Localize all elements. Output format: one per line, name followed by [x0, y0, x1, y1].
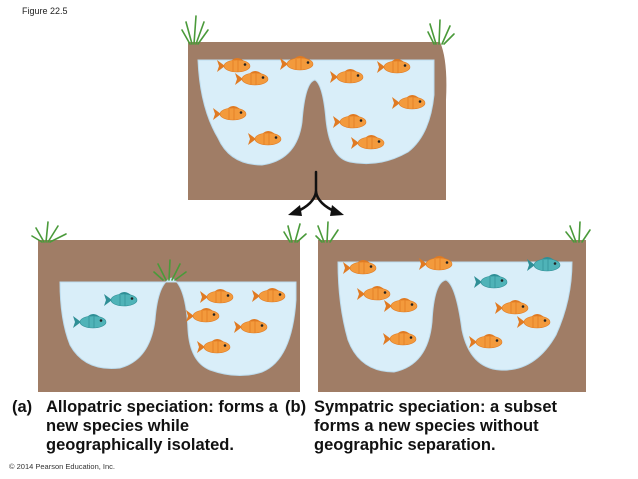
orange-fish	[248, 131, 282, 146]
orange-fish	[333, 114, 367, 129]
orange-fish	[197, 339, 231, 354]
orange-fish	[213, 106, 247, 121]
orange-fish	[252, 288, 286, 303]
orange-fish	[330, 69, 364, 84]
orange-fish	[280, 56, 314, 71]
orange-fish	[419, 256, 453, 271]
grass-icon	[315, 221, 339, 243]
orange-fish	[357, 286, 391, 301]
caption-text-b: Sympatric speciation: a subset forms a n…	[314, 398, 557, 454]
grass-icon	[427, 19, 455, 45]
teal-fish	[73, 314, 107, 329]
arrow-head-right	[330, 205, 344, 216]
fish-layer	[73, 56, 561, 354]
arrow-head-left	[288, 205, 302, 216]
orange-fish	[383, 331, 417, 346]
copyright-notice: © 2014 Pearson Education, Inc.	[9, 462, 116, 471]
grass-icon	[565, 221, 591, 243]
orange-fish	[495, 300, 529, 315]
orange-fish	[343, 260, 377, 275]
orange-fish	[200, 289, 234, 304]
orange-fish	[351, 135, 385, 150]
figure-label: Figure 22.5	[22, 6, 68, 16]
orange-fish	[392, 95, 426, 110]
orange-fish	[377, 59, 411, 74]
caption-letter-b: (b)	[285, 398, 307, 416]
allopatric-pond	[31, 221, 307, 392]
orange-fish	[234, 319, 268, 334]
grass-icon	[31, 221, 67, 243]
grass-icon	[283, 223, 307, 243]
orange-fish	[217, 58, 251, 73]
orange-fish	[469, 334, 503, 349]
orange-fish	[517, 314, 551, 329]
teal-fish	[104, 292, 138, 307]
caption-text-a: Allopatric speciation: forms a new speci…	[46, 398, 278, 454]
grass-icon	[181, 15, 209, 45]
orange-fish	[384, 298, 418, 313]
grass-icon	[153, 259, 187, 281]
orange-fish	[186, 308, 220, 323]
teal-fish	[527, 257, 561, 272]
sympatric-pond	[315, 221, 591, 392]
orange-fish	[235, 71, 269, 86]
caption-letter-a: (a)	[12, 398, 33, 416]
teal-fish	[474, 274, 508, 289]
